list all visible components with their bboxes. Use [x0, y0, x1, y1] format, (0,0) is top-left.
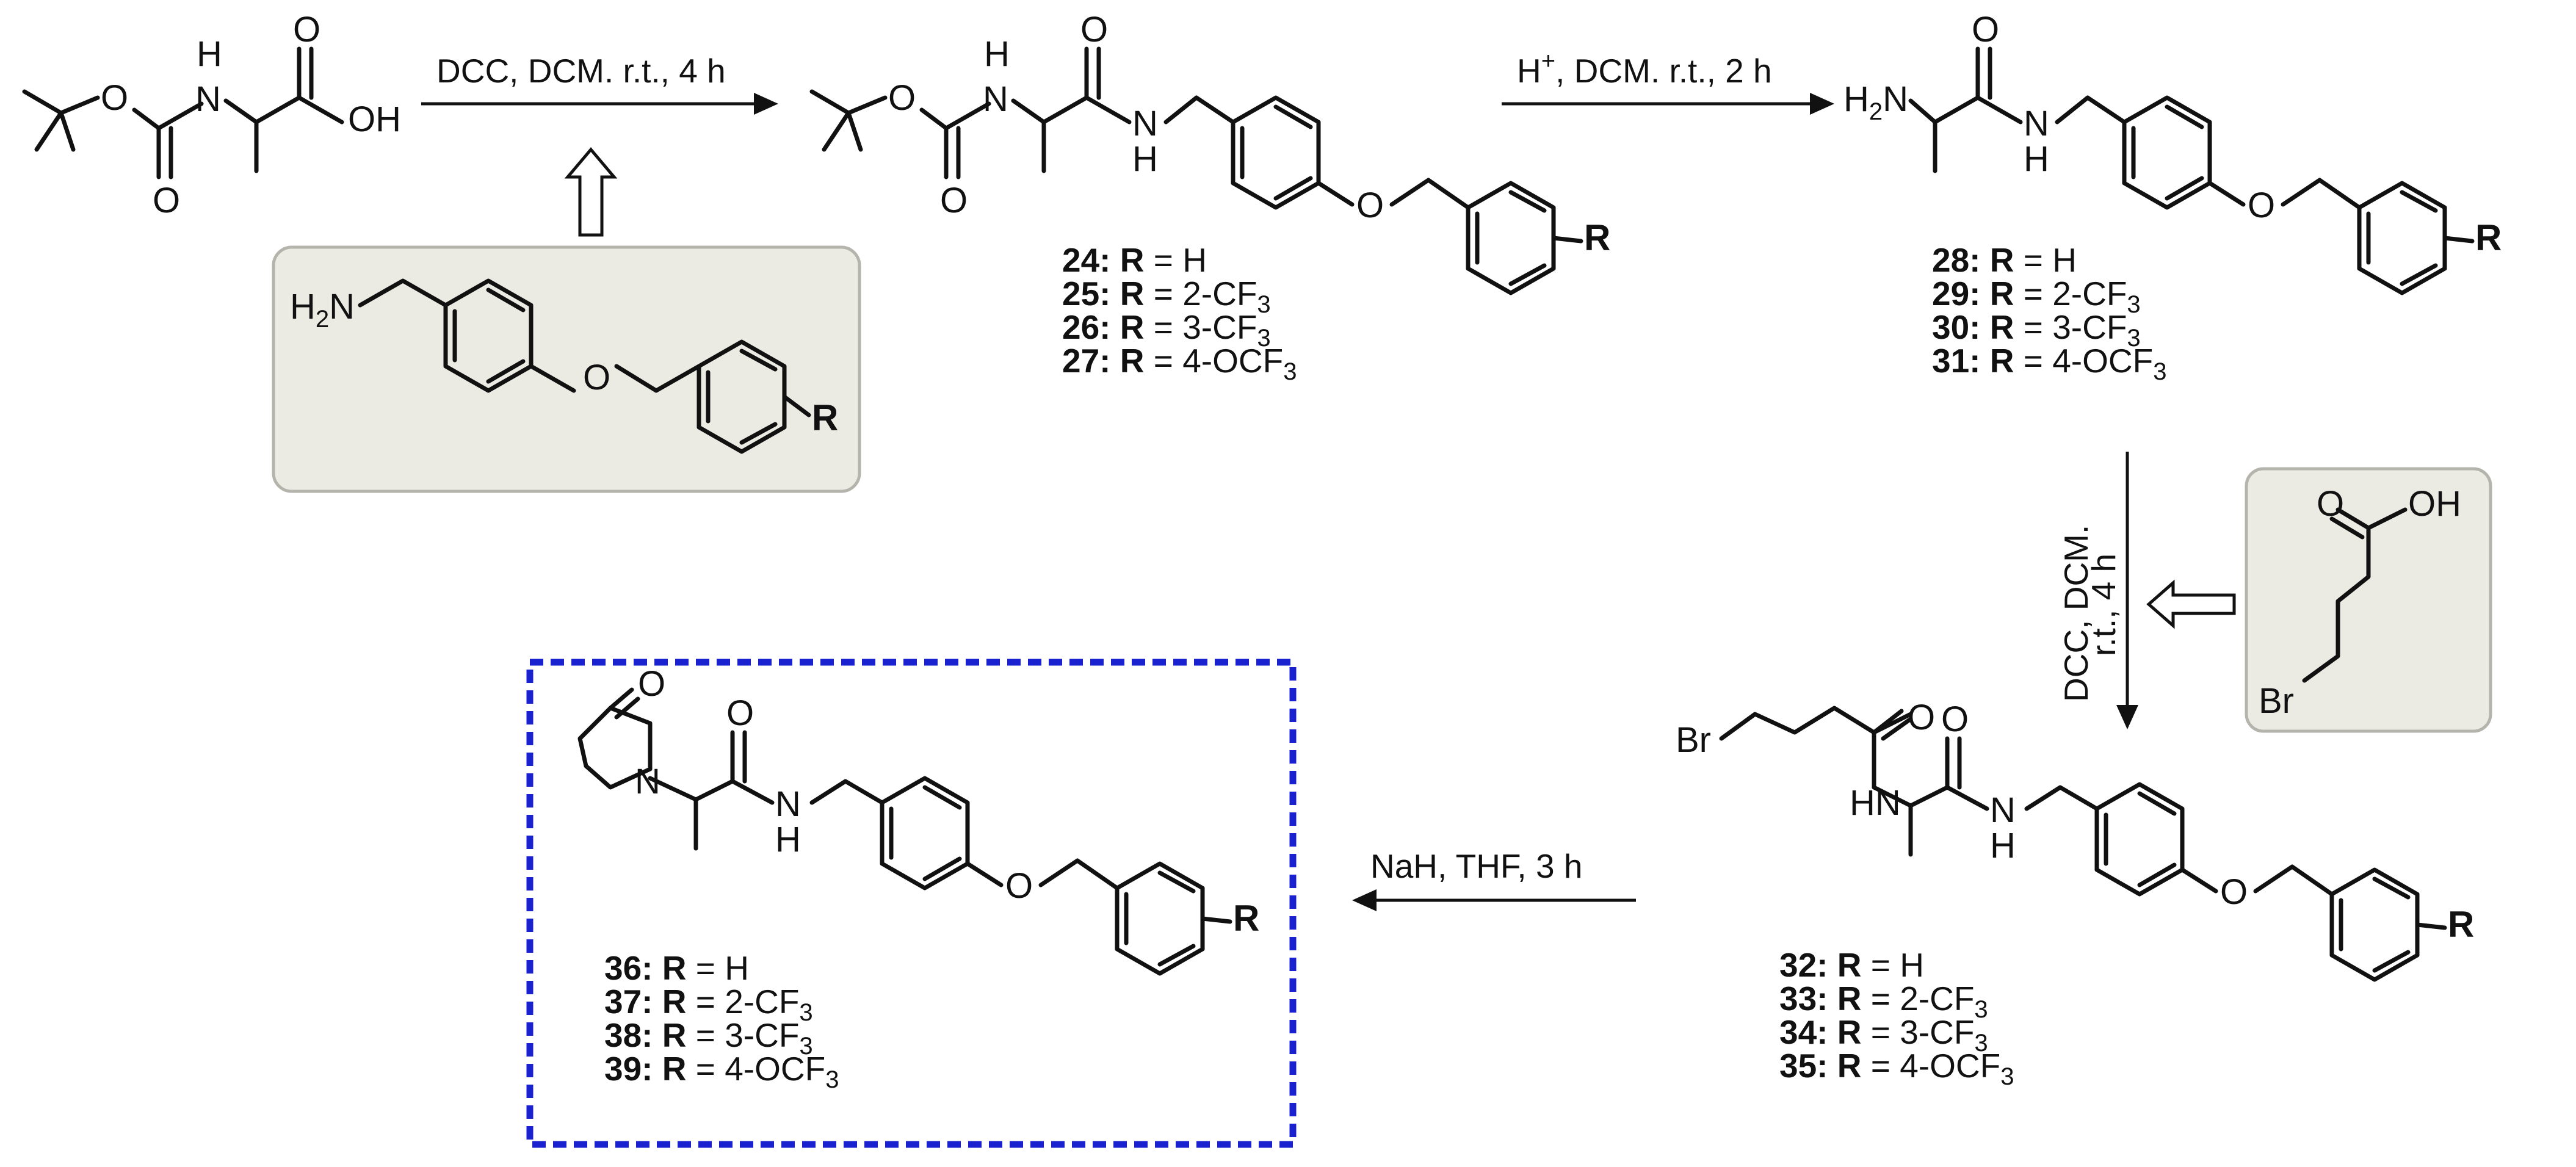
compound-label-39: 39: R = 4-OCF3​ — [604, 1050, 839, 1093]
boc-nh-h: H — [197, 34, 222, 74]
compound-label-29: 29: R = 2-CF3​ — [1932, 275, 2141, 318]
arrow-step-3-head — [2116, 705, 2138, 729]
p24-ester-o: O — [888, 78, 916, 118]
arrow-step-1-head — [754, 93, 778, 115]
p36-amide-n: N — [775, 784, 801, 824]
compound-label-33: 33: R = 2-CF3​ — [1779, 980, 1988, 1023]
p32-amide-o: O — [1941, 699, 1969, 739]
acid-o: O — [293, 10, 320, 49]
compound-label-25: 25: R = 2-CF3​ — [1062, 275, 1271, 318]
compound-label-24: 24: R = H — [1062, 241, 1207, 279]
step-4-conditions: NaH, THF, 3 h — [1370, 847, 1582, 885]
hollow-up-arrow-1 — [564, 147, 618, 237]
final-products-highlight-box — [526, 659, 1297, 1148]
step-2-conditions: H+, DCM. r.t., 2 h — [1517, 48, 1772, 90]
p32-r-group: R — [2448, 904, 2474, 945]
p24-nh-n: N — [983, 79, 1008, 119]
amine-h2n-label: H2N — [290, 287, 355, 333]
arrow-step-4-head — [1352, 889, 1377, 911]
boc-alanine: O O H N O OH — [22, 10, 401, 220]
p24-carbonyl-o: O — [940, 181, 968, 220]
compound-label-36: 36: R = H — [604, 949, 749, 987]
p24-r-group: R — [1584, 217, 1610, 258]
p28-r-group: R — [2475, 217, 2502, 258]
p32-amide-n: N — [1990, 790, 2016, 830]
bromoamide-32-35: Br O HN O N H O R — [1676, 698, 2474, 982]
arrow-step-2-head — [1810, 93, 1834, 115]
p32-butanoyl-o: O — [1908, 698, 1935, 737]
amine-reagent-structure: H2N O R — [290, 278, 838, 454]
p32-hn: HN — [1850, 783, 1901, 823]
acid-reagent-structure: O OH Br — [2259, 484, 2461, 721]
compound-label-26: 26: R = 3-CF3​ — [1062, 308, 1271, 352]
p36-r-group: R — [1233, 898, 1259, 939]
compound-labels-36-39: 36: R = H37: R = 2-CF3​38: R = 3-CF3​39:… — [604, 949, 839, 1093]
p32-amide-h: H — [1990, 826, 2016, 865]
acid-carbonyl-o: O — [2317, 484, 2344, 524]
p24-amide-o: O — [1080, 10, 1108, 49]
amine-r-group: R — [812, 397, 838, 438]
pyrrolidinone-36-39: O N O N H O R — [577, 664, 1259, 976]
amine-28-31: H2N O N H O R — [1843, 10, 2502, 295]
p28-h2n: H2N — [1843, 79, 1908, 125]
p32-br: Br — [1676, 720, 1711, 760]
compound-label-38: 38: R = 3-CF3​ — [604, 1016, 813, 1060]
acid-oh-label: OH — [348, 99, 401, 139]
boc-nh-n: N — [195, 79, 221, 119]
p36-lactam-o: O — [638, 664, 665, 704]
step-1-conditions: DCC, DCM. r.t., 4 h — [436, 52, 726, 90]
p28-amide-h: H — [2024, 139, 2049, 179]
compound-label-30: 30: R = 3-CF3​ — [1932, 308, 2141, 352]
p24-nh-h: H — [984, 34, 1010, 74]
p28-amide-o: O — [1972, 10, 1999, 49]
compound-label-28: 28: R = H — [1932, 241, 2077, 279]
compound-labels-32-35: 32: R = H33: R = 2-CF3​34: R = 3-CF3​35:… — [1779, 946, 2014, 1090]
boc-carbonyl-o: O — [153, 181, 180, 220]
p24-ether-o: O — [1356, 186, 1384, 225]
p28-amide-n: N — [2024, 104, 2049, 143]
compound-label-27: 27: R = 4-OCF3​ — [1062, 342, 1297, 385]
p24-amide-h: H — [1132, 139, 1158, 179]
step-3-conditions-line2: r.t., 4 h — [2085, 554, 2122, 656]
amine-ether-o: O — [583, 358, 610, 397]
amine-reagent-box — [272, 245, 861, 493]
p28-ether-o: O — [2248, 186, 2275, 225]
compound-labels-28-31: 28: R = H29: R = 2-CF3​30: R = 3-CF3​31:… — [1932, 241, 2166, 385]
compound-label-31: 31: R = 4-OCF3​ — [1932, 342, 2166, 385]
step-3-conditions-line1: DCC, DCM. — [2057, 525, 2095, 702]
p36-amide-h: H — [775, 820, 801, 859]
acid-oh: OH — [2408, 484, 2461, 524]
compound-label-34: 34: R = 3-CF3​ — [1779, 1013, 1988, 1057]
compound-label-37: 37: R = 2-CF3​ — [604, 983, 813, 1026]
p36-lactam-n: N — [635, 762, 660, 801]
compound-label-32: 32: R = H — [1779, 946, 1924, 984]
acid-reagent-box — [2245, 467, 2492, 733]
compound-label-35: 35: R = 4-OCF3​ — [1779, 1047, 2014, 1090]
hollow-left-arrow-2 — [2146, 579, 2236, 629]
p32-ether-o: O — [2220, 872, 2248, 912]
acid-br: Br — [2259, 681, 2294, 721]
p36-amide-o: O — [726, 693, 754, 733]
compound-labels-24-27: 24: R = H25: R = 2-CF3​26: R = 3-CF3​27:… — [1062, 241, 1297, 385]
p24-amide-n: N — [1132, 104, 1158, 143]
boc-amide-24-27: O O H N O N H O R — [809, 10, 1610, 295]
boc-ester-o: O — [101, 78, 128, 118]
p36-ether-o: O — [1005, 866, 1033, 906]
